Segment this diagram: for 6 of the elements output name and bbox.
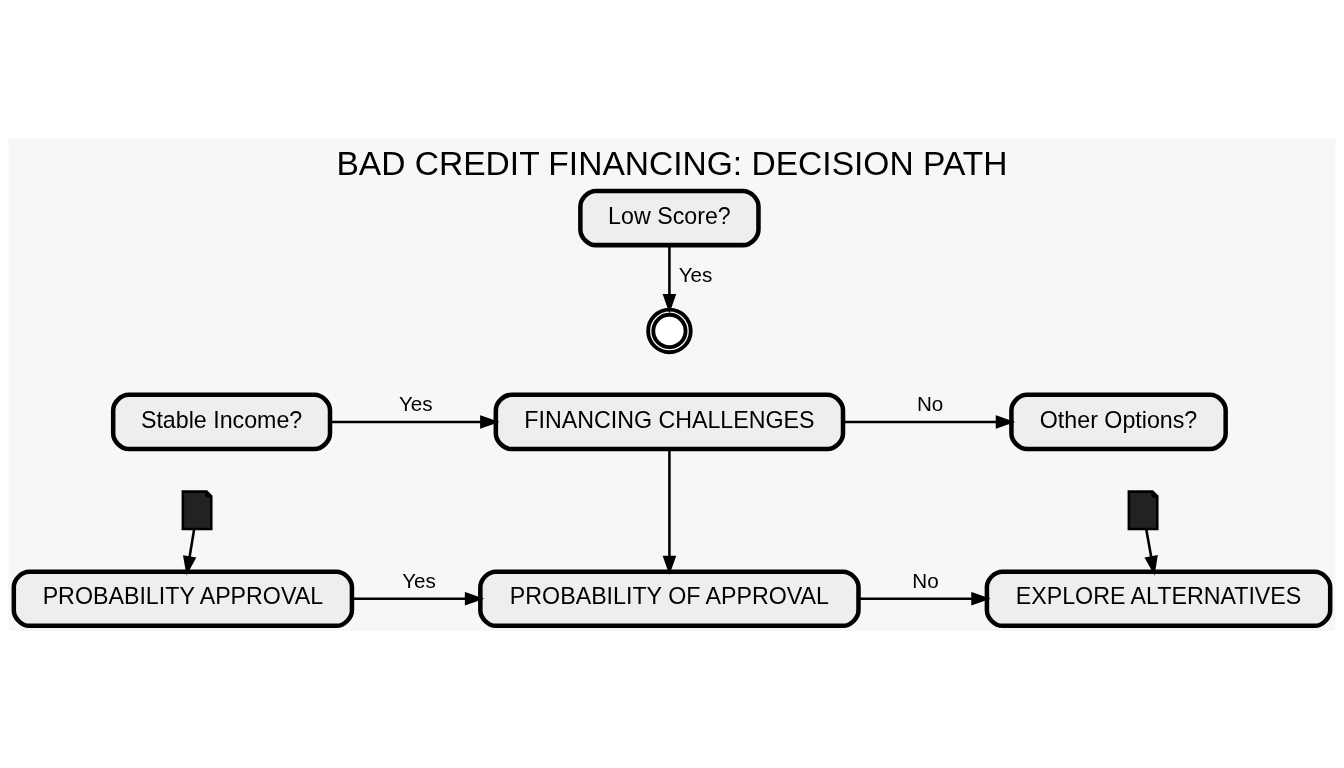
diagram-title: BAD CREDIT FINANCING: DECISION PATH (336, 144, 1008, 182)
edge-label: Yes (402, 568, 436, 592)
edge-label: Yes (398, 391, 433, 415)
edge-label: Yes (678, 262, 713, 286)
edge-label: No (912, 568, 939, 592)
edge-label: No (916, 391, 944, 415)
